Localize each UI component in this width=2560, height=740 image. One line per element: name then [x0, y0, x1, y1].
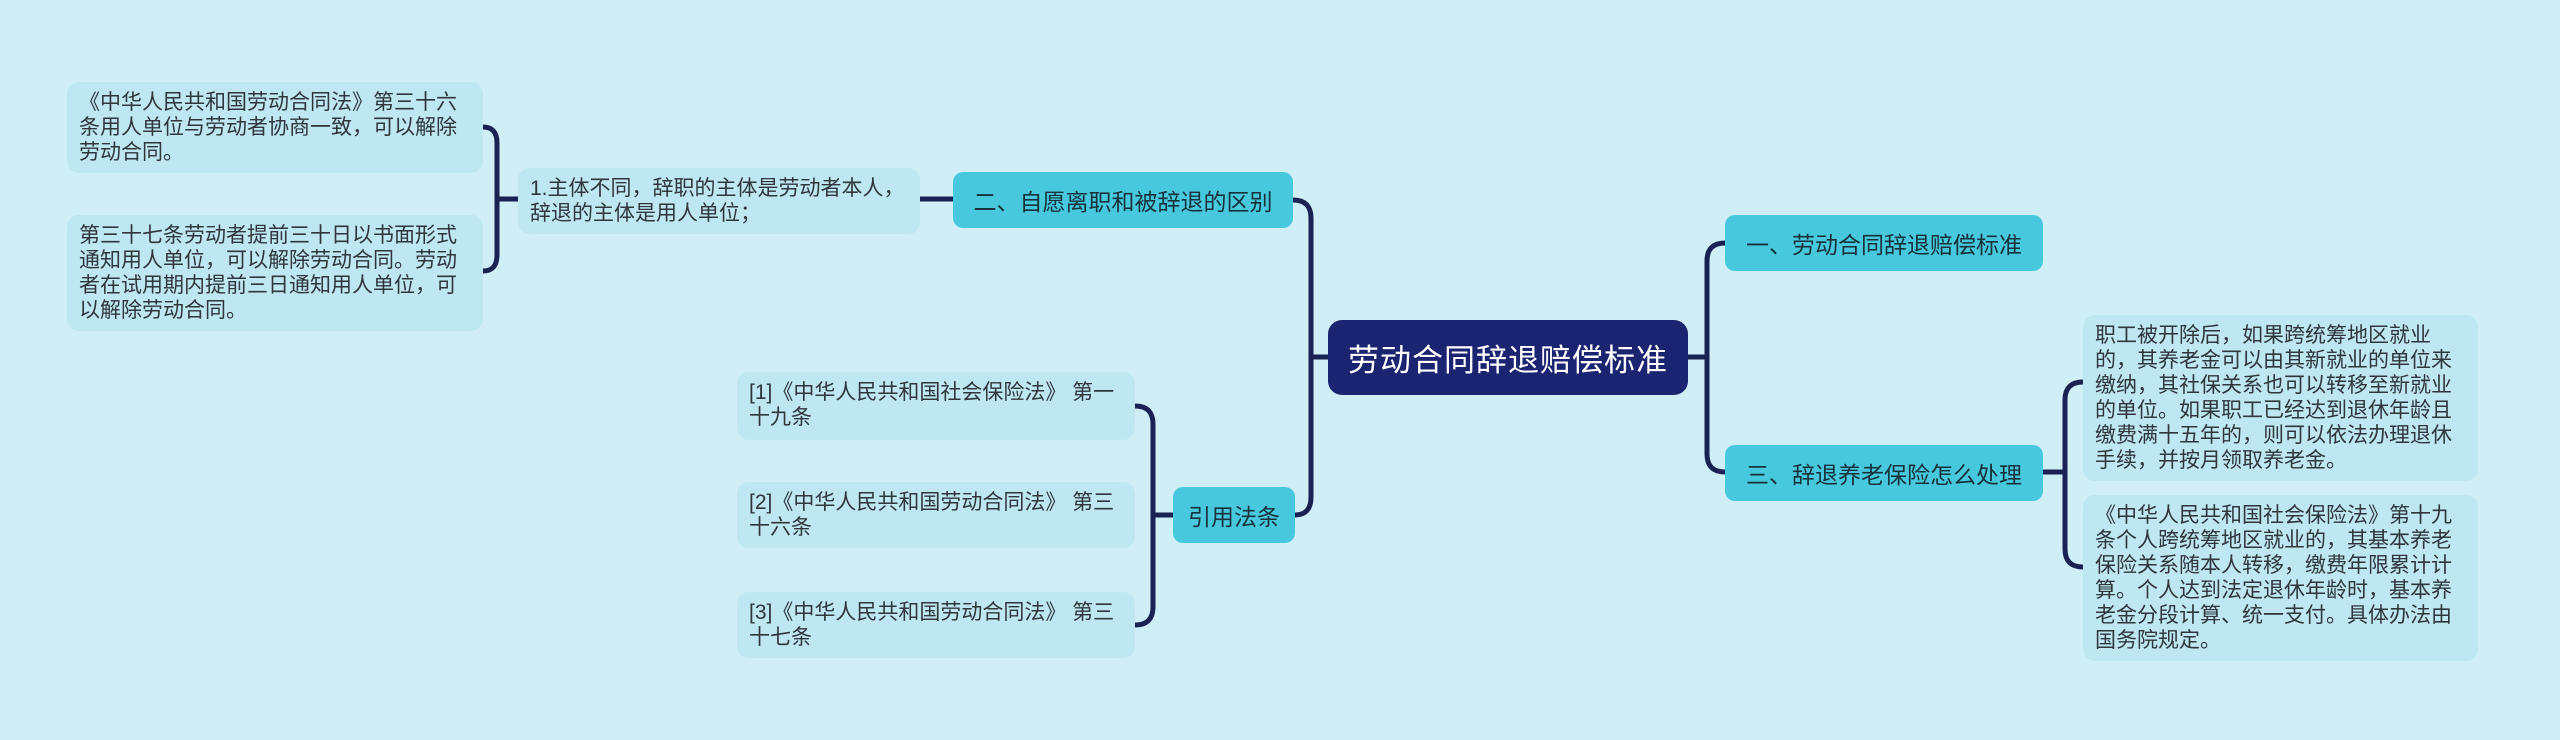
- node-topic-citations[interactable]: 引用法条: [1173, 487, 1295, 543]
- node-topic-difference[interactable]: 二、自愿离职和被辞退的区别: [953, 172, 1293, 228]
- node-citation-3[interactable]: [3]《中华人民共和国劳动合同法》 第三十七条: [737, 592, 1135, 658]
- node-citation-2[interactable]: [2]《中华人民共和国劳动合同法》 第三十六条: [737, 482, 1135, 548]
- node-root-topic[interactable]: 劳动合同辞退赔偿标准: [1328, 320, 1688, 395]
- connector-right-main-bracket: [1704, 240, 1728, 475]
- connector-left-main-bracket: [1290, 197, 1314, 518]
- node-pension-detail-1[interactable]: 职工被开除后，如果跨统筹地区就业的，其养老金可以由其新就业的单位来缴纳，其社保关…: [2083, 315, 2478, 481]
- node-law-article-37[interactable]: 第三十七条劳动者提前三十日以书面形式通知用人单位，可以解除劳动合同。劳动者在试用…: [67, 215, 483, 331]
- connector-pension-bracket: [2062, 379, 2086, 570]
- node-topic-pension[interactable]: 三、辞退养老保险怎么处理: [1725, 445, 2043, 501]
- node-pension-detail-2[interactable]: 《中华人民共和国社会保险法》第十九条个人跨统筹地区就业的，其基本养老保险关系随本…: [2083, 495, 2478, 661]
- node-difference-detail[interactable]: 1.主体不同，辞职的主体是劳动者本人，辞退的主体是用人单位；: [518, 168, 920, 234]
- node-law-article-36[interactable]: 《中华人民共和国劳动合同法》第三十六条用人单位与劳动者协商一致，可以解除劳动合同…: [67, 82, 483, 173]
- node-topic-compensation[interactable]: 一、劳动合同辞退赔偿标准: [1725, 215, 2043, 271]
- node-citation-1[interactable]: [1]《中华人民共和国社会保险法》 第一十九条: [737, 372, 1135, 440]
- connector-citations-bracket: [1132, 403, 1156, 628]
